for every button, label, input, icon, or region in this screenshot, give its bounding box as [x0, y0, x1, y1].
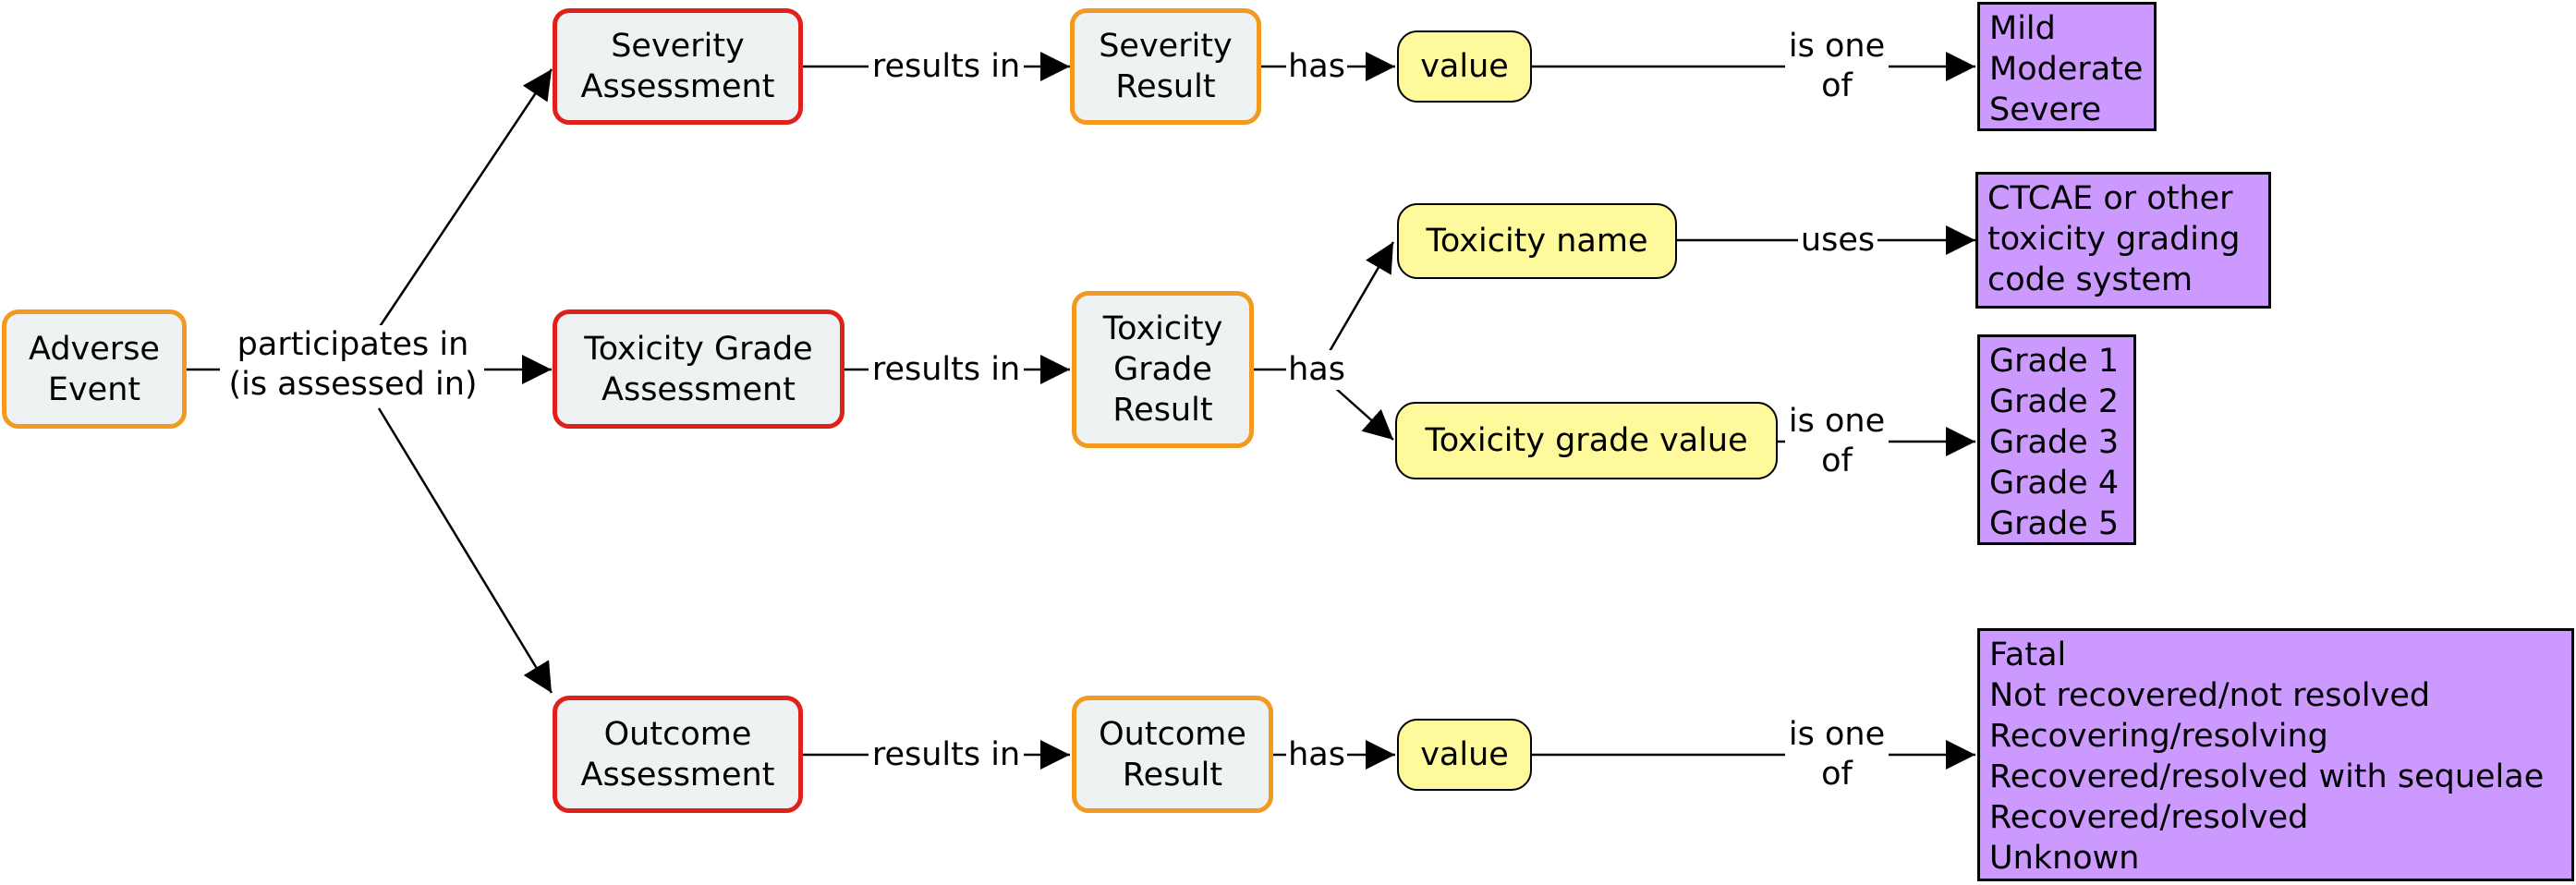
- node-line: Severity: [611, 28, 745, 65]
- label-line: results in: [871, 48, 1021, 85]
- list-item: Unknown: [1989, 840, 2140, 877]
- list-item: Grade 4: [1989, 465, 2120, 502]
- node-line: Outcome: [1099, 715, 1246, 753]
- node-severity-list: Mild Moderate Severe: [1977, 2, 2157, 131]
- list-item: Grade 3: [1989, 424, 2120, 461]
- node-severity-assessment: Severity Assessment: [553, 8, 803, 125]
- label-line: has: [1288, 351, 1345, 388]
- edge-has-toxicity-grade-value: [1332, 385, 1394, 441]
- node-line: Toxicity grade value: [1425, 422, 1748, 459]
- label-line: is one: [1788, 403, 1886, 440]
- node-line: Toxicity name: [1426, 223, 1648, 260]
- list-item: Moderate: [1989, 51, 2144, 88]
- node-toxicity-grade-result: Toxicity Grade Result: [1072, 291, 1254, 448]
- label-results-in-outcome: results in: [869, 735, 1024, 775]
- node-line: Toxicity: [1102, 310, 1223, 347]
- node-line: Assessment: [580, 68, 775, 105]
- list-item: Grade 1: [1989, 343, 2120, 380]
- label-line: of: [1821, 756, 1853, 793]
- node-toxicity-grade-assessment: Toxicity Grade Assessment: [553, 309, 844, 429]
- node-line: Outcome: [603, 715, 752, 753]
- label-is-one-of-severity: is one of: [1785, 27, 1889, 106]
- node-grading-system: CTCAE or other toxicity grading code sys…: [1975, 172, 2271, 309]
- label-line: uses: [1800, 222, 1876, 259]
- label-participates-in: participates in (is assessed in): [222, 325, 484, 405]
- label-line: is one: [1788, 716, 1886, 753]
- list-item: Severe: [1989, 91, 2102, 128]
- label-line: has: [1288, 736, 1345, 773]
- list-item: Grade 2: [1989, 383, 2120, 420]
- label-line: of: [1821, 67, 1853, 104]
- node-outcome-value: value: [1397, 719, 1532, 791]
- list-item: Recovered/resolved with sequelae: [1989, 758, 2545, 795]
- node-grade-list: Grade 1 Grade 2 Grade 3 Grade 4 Grade 5: [1977, 334, 2136, 545]
- label-line: (is assessed in): [228, 366, 478, 403]
- node-line: Grade: [1113, 351, 1212, 388]
- list-item: Fatal: [1989, 636, 2067, 673]
- label-has-severity: has: [1286, 47, 1347, 87]
- node-line: value: [1420, 48, 1509, 85]
- list-item: Recovering/resolving: [1989, 718, 2328, 755]
- node-outcome-assessment: Outcome Assessment: [553, 696, 803, 813]
- node-outcome-list: Fatal Not recovered/not resolved Recover…: [1977, 628, 2574, 881]
- list-item: Not recovered/not resolved: [1989, 677, 2431, 714]
- label-line: participates in: [237, 326, 469, 363]
- node-adverse-event: Adverse Event: [2, 309, 187, 429]
- node-severity-value: value: [1397, 30, 1532, 103]
- node-line: Event: [47, 370, 141, 408]
- node-line: Assessment: [580, 756, 775, 794]
- list-item: code system: [1987, 261, 2193, 298]
- label-line: of: [1821, 442, 1853, 479]
- node-line: value: [1420, 736, 1509, 773]
- list-item: CTCAE or other: [1987, 180, 2233, 217]
- list-item: Grade 5: [1989, 505, 2120, 542]
- label-results-in-toxicity: results in: [869, 350, 1024, 390]
- node-severity-result: Severity Result: [1070, 8, 1261, 125]
- label-line: is one: [1788, 28, 1886, 65]
- list-item: toxicity grading: [1987, 221, 2241, 258]
- list-item: Mild: [1989, 10, 2056, 47]
- node-line: Result: [1122, 756, 1223, 794]
- node-line: Severity: [1099, 28, 1233, 65]
- node-toxicity-grade-value: Toxicity grade value: [1395, 402, 1778, 479]
- label-is-one-of-grade: is one of: [1785, 402, 1889, 481]
- node-outcome-result: Outcome Result: [1072, 696, 1273, 813]
- label-is-one-of-outcome: is one of: [1785, 715, 1889, 794]
- list-item: Recovered/resolved: [1989, 799, 2309, 836]
- edge-participates-outcome-assessment: [377, 407, 553, 694]
- node-line: Result: [1115, 68, 1216, 105]
- node-line: Result: [1112, 392, 1213, 429]
- label-uses: uses: [1798, 221, 1877, 261]
- label-line: has: [1288, 48, 1345, 85]
- node-toxicity-name: Toxicity name: [1397, 203, 1677, 279]
- edge-participates-severity-assessment: [375, 68, 553, 332]
- edge-has-toxicity-name: [1327, 241, 1395, 354]
- label-has-toxicity: has: [1286, 350, 1347, 390]
- label-line: results in: [871, 736, 1021, 773]
- node-line: Toxicity Grade: [584, 330, 813, 368]
- node-line: Assessment: [601, 370, 796, 408]
- label-line: results in: [871, 351, 1021, 388]
- node-line: Adverse: [29, 330, 160, 368]
- label-has-outcome: has: [1286, 735, 1347, 775]
- label-results-in-severity: results in: [869, 47, 1024, 87]
